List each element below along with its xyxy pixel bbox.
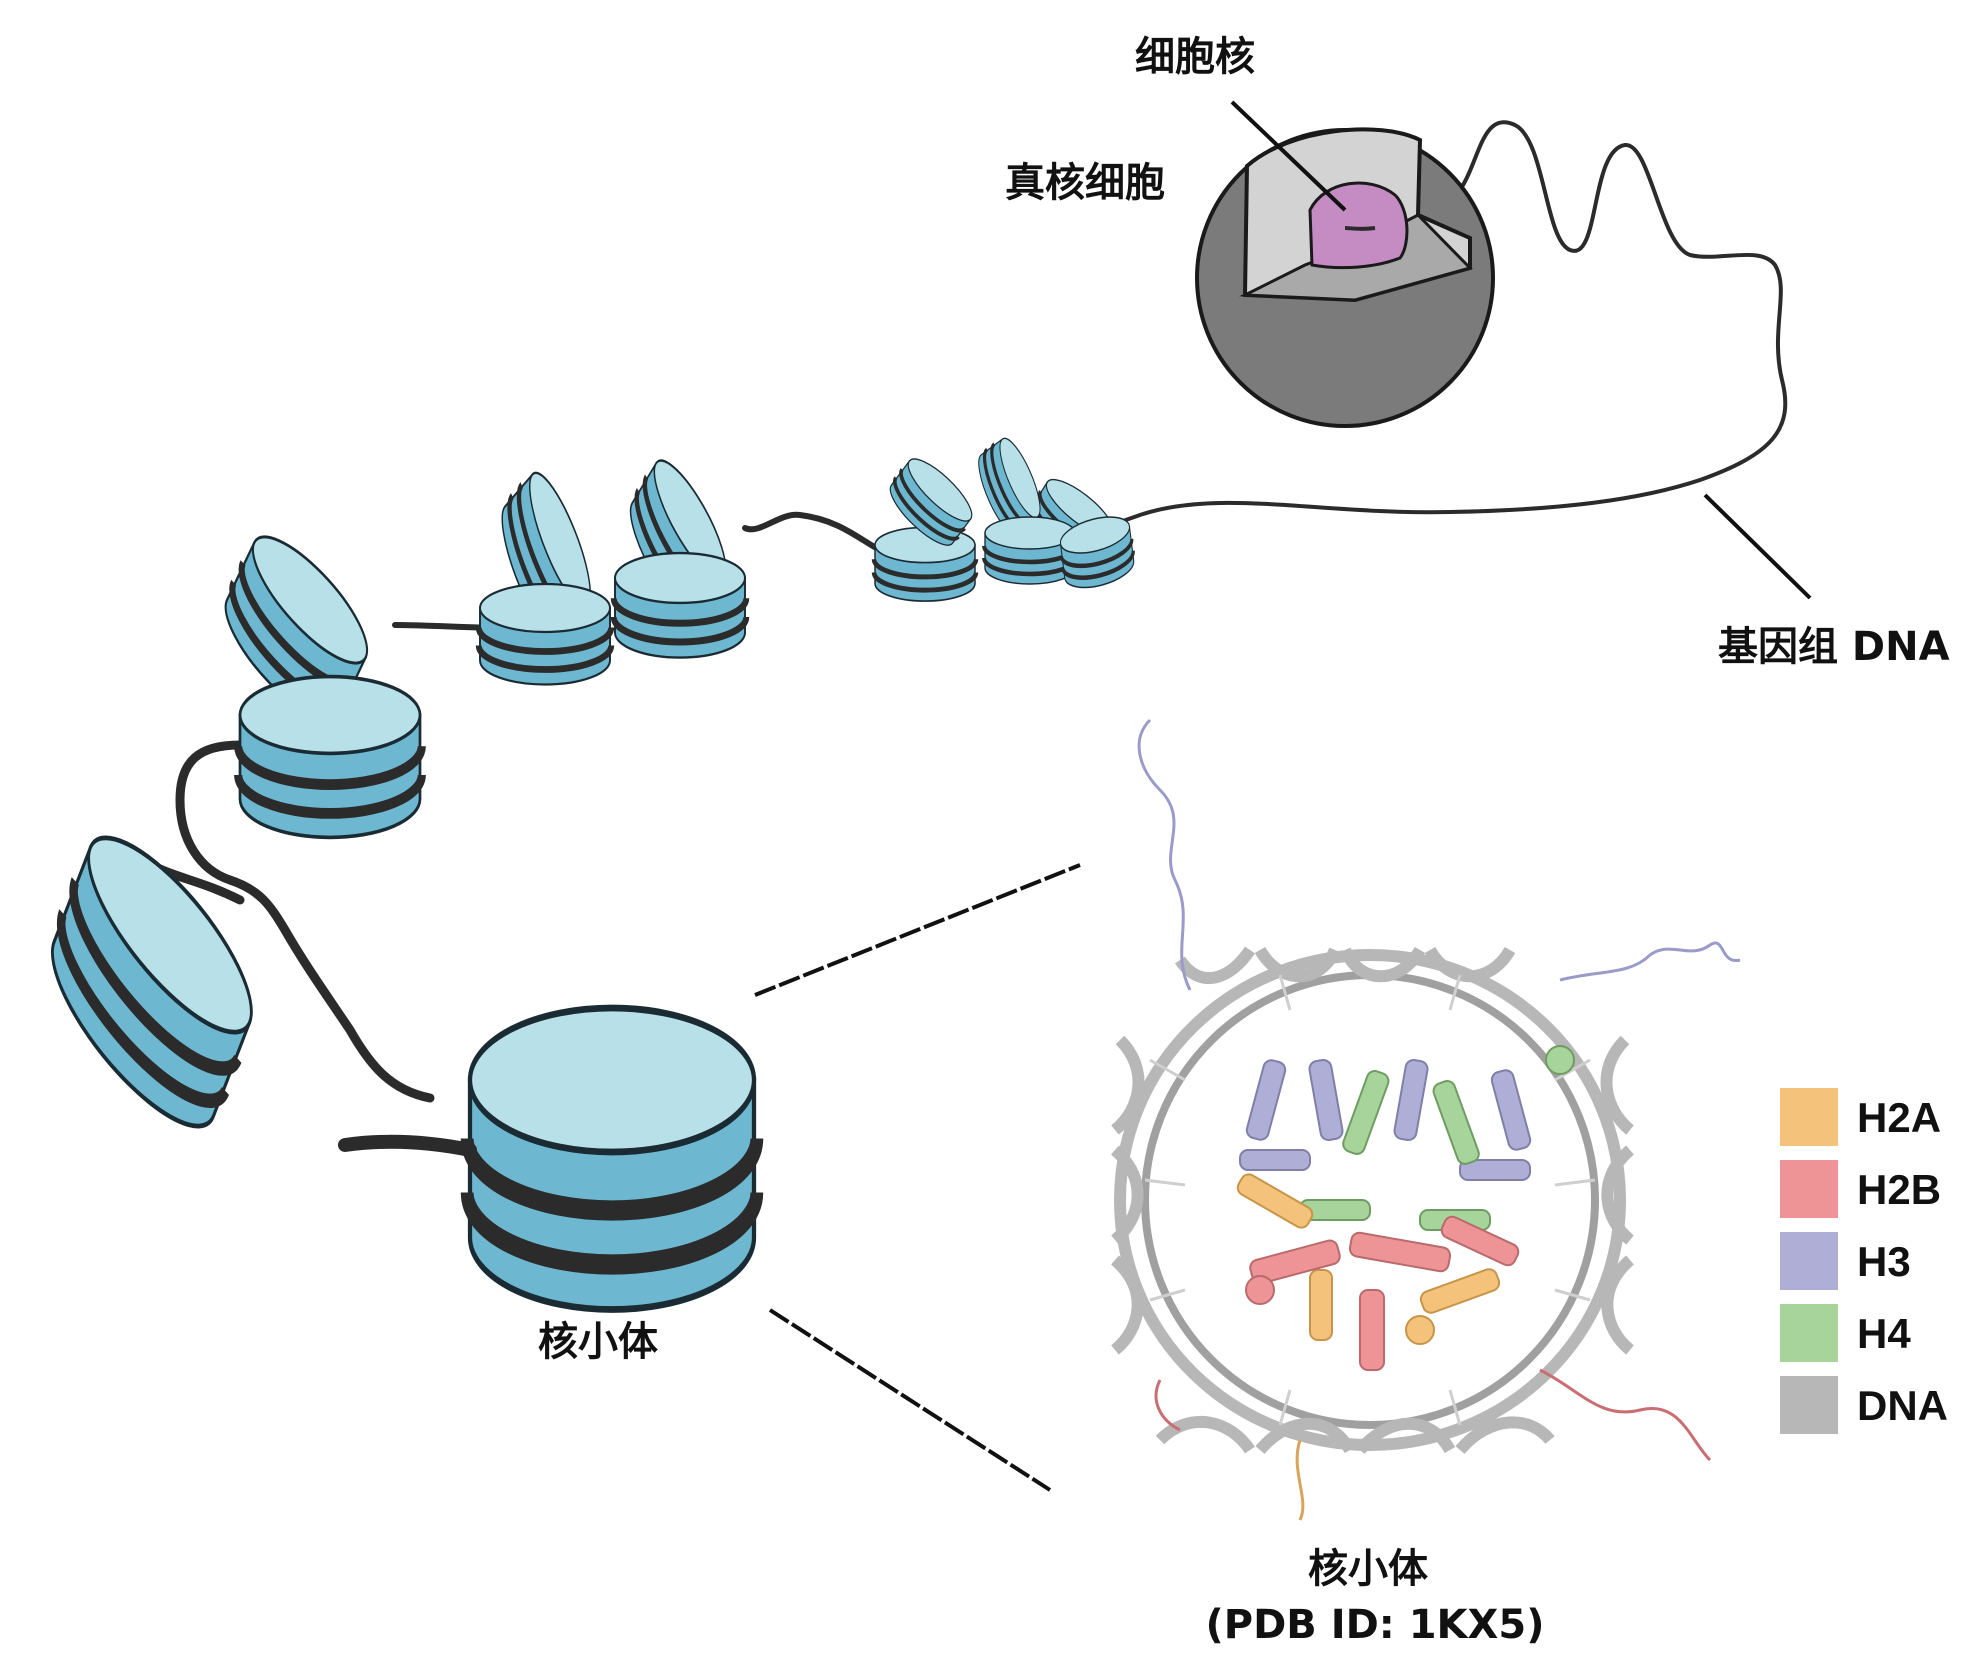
legend-label-h2b: H2B bbox=[1857, 1166, 1941, 1213]
legend-label-dna: DNA bbox=[1857, 1382, 1948, 1429]
label-eukaryotic-cell: 真核细胞 bbox=[1005, 160, 1165, 206]
nucleosome-cylinder bbox=[614, 553, 747, 658]
legend-item-h2a: H2A bbox=[1780, 1088, 1941, 1146]
nucleosome-structure bbox=[1110, 718, 1741, 1521]
legend-swatch-h4 bbox=[1780, 1304, 1838, 1362]
nucleosome-cylinder bbox=[238, 677, 422, 838]
zoom-line-top bbox=[754, 863, 1081, 997]
legend-item-h2b: H2B bbox=[1780, 1160, 1941, 1218]
legend-label-h2a: H2A bbox=[1857, 1094, 1941, 1141]
histone-h4 bbox=[1299, 1045, 1575, 1231]
legend-item-dna: DNA bbox=[1780, 1376, 1948, 1434]
nucleus-leader-line bbox=[1230, 100, 1347, 212]
legend-item-h3: H3 bbox=[1780, 1232, 1911, 1290]
legend-label-h4: H4 bbox=[1857, 1310, 1911, 1357]
histone-h2a bbox=[1236, 1173, 1501, 1345]
legend-item-h4: H4 bbox=[1780, 1304, 1911, 1362]
label-nucleosome: 核小体 bbox=[538, 1319, 658, 1365]
legend-swatch-h2b bbox=[1780, 1160, 1838, 1218]
nucleosome-cylinder bbox=[479, 584, 612, 685]
histone-core bbox=[1236, 1045, 1575, 1371]
genomic-dna-strand bbox=[135, 120, 1788, 1103]
histone-h3 bbox=[1239, 1058, 1532, 1181]
nucleosome-cylinder bbox=[874, 527, 976, 601]
nucleosome-chain bbox=[36, 431, 1136, 1309]
histone-h2b bbox=[1245, 1215, 1520, 1371]
zoom-line-bottom bbox=[768, 1308, 1052, 1492]
structure-dna bbox=[1110, 946, 1635, 1455]
dna-end-tail bbox=[338, 1134, 477, 1157]
nucleosome-cylinder bbox=[36, 803, 268, 1161]
legend-swatch-h3 bbox=[1780, 1232, 1838, 1290]
nucleus-shape bbox=[1308, 181, 1409, 270]
legend-label-h3: H3 bbox=[1857, 1238, 1911, 1285]
label-genomic-dna: 基因组 DNA bbox=[1718, 624, 1950, 670]
dna-linker-1 bbox=[742, 511, 883, 553]
legend: H2A H2B H3 H4 DNA bbox=[1780, 1088, 1948, 1434]
nucleosome-large bbox=[467, 1008, 757, 1310]
dna-linker-3 bbox=[175, 740, 435, 1103]
label-nucleus: 细胞核 bbox=[1135, 34, 1255, 80]
eukaryotic-cell bbox=[1195, 100, 1495, 428]
legend-swatch-dna bbox=[1780, 1376, 1838, 1434]
histone-tails bbox=[1137, 718, 1741, 1521]
structure-dna-rungs bbox=[1144, 974, 1596, 1426]
zoom-lines bbox=[754, 863, 1081, 1492]
label-structure-title: 核小体 bbox=[1308, 1546, 1428, 1592]
genomic-dna-leader-line bbox=[1703, 493, 1812, 600]
dna-exit bbox=[1344, 226, 1376, 231]
legend-swatch-h2a bbox=[1780, 1088, 1838, 1146]
dna-strand-from-cell bbox=[1118, 120, 1788, 524]
label-structure-pdb: (PDB ID: 1KX5) bbox=[1205, 1602, 1544, 1648]
